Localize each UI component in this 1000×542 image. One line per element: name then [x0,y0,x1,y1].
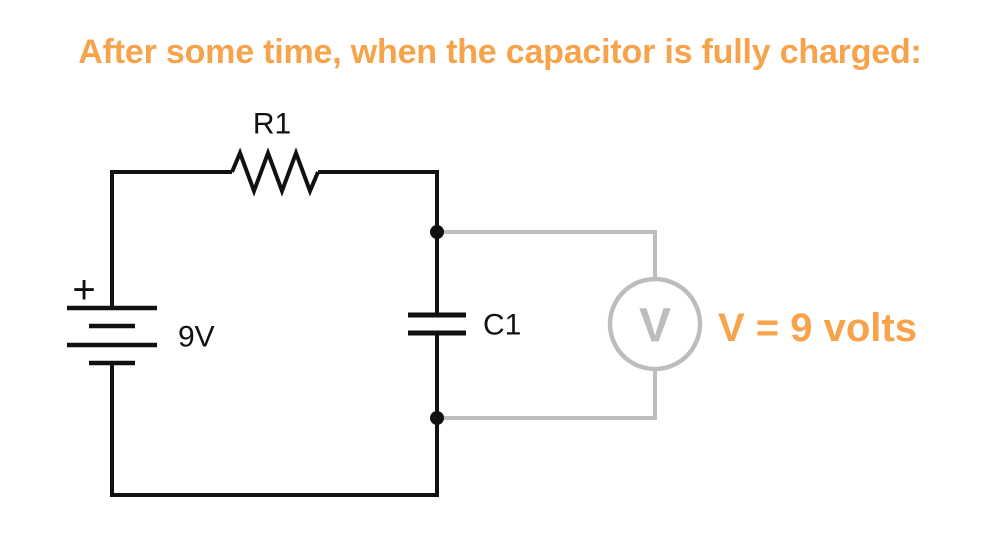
page-title: After some time, when the capacitor is f… [78,33,922,71]
wire-top-right [318,170,439,313]
wire-top-left [110,170,232,308]
junction-node-bottom [430,411,444,425]
capacitor-label: C1 [483,309,521,342]
voltmeter-wire-top [437,230,657,279]
voltmeter-reading: V = 9 volts [718,306,917,350]
battery-plus-label: + [72,268,95,312]
battery-symbol: + 9V [67,268,215,366]
wire-bottom [110,335,439,497]
voltmeter-icon [607,276,703,372]
voltmeter-wire-bottom [437,369,657,420]
battery-voltage-label: 9V [178,321,215,354]
main-loop [110,147,439,497]
voltmeter-branch: V [437,230,703,420]
capacitor-symbol: C1 [408,309,521,342]
voltmeter-v-label: V [639,300,671,353]
junction-node-top [430,225,444,239]
resistor-label: R1 [253,108,291,141]
resistor-zigzag [230,147,320,197]
